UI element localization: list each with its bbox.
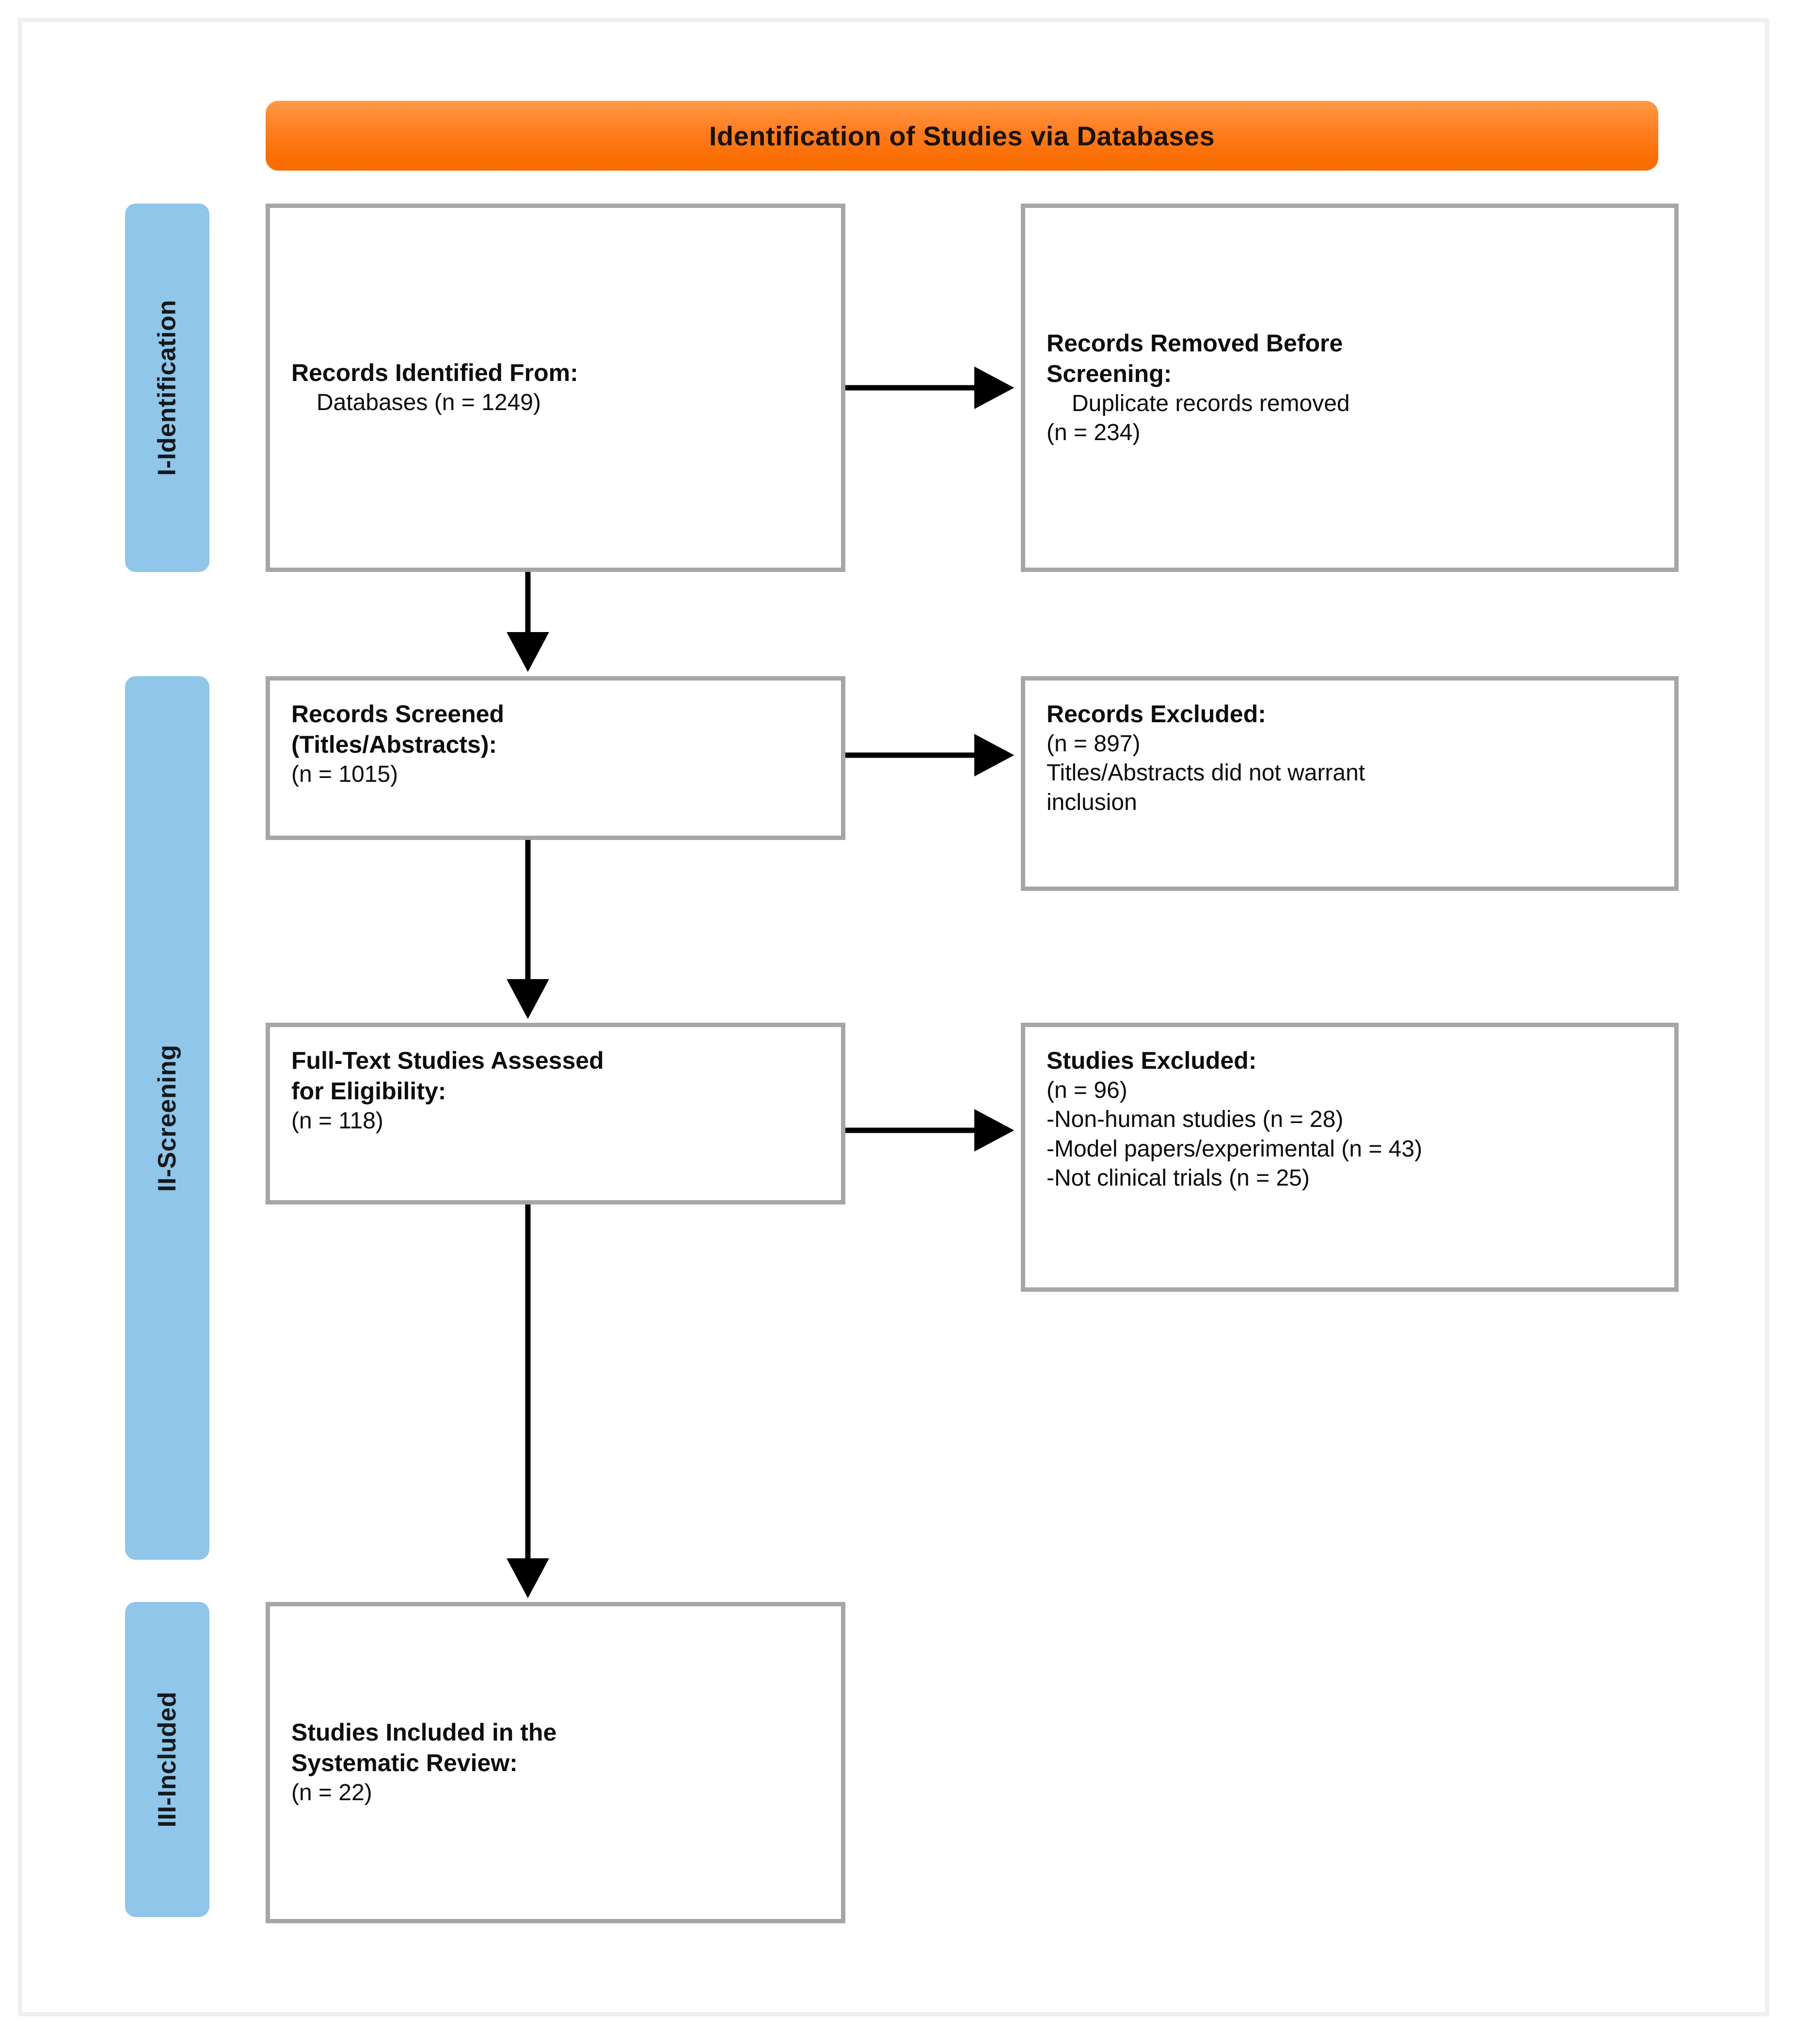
box-studies-included: Studies Included in the Systematic Revie… [266, 1602, 845, 1923]
box-records-removed-heading-1: Records Removed Before [1047, 329, 1343, 357]
header-banner: Identification of Studies via Databases [266, 101, 1658, 171]
box-records-identified: Records Identified From: Databases (n = … [266, 204, 845, 572]
stage-label-screening: II-Screening [153, 1044, 182, 1192]
stage-tab-identification: I-Identification [125, 204, 209, 572]
box-studies-excluded-line-3: -Model papers/experimental (n = 43) [1047, 1136, 1423, 1162]
box-records-excluded-line-1: (n = 897) [1047, 731, 1141, 757]
stage-label-identification: I-Identification [153, 300, 182, 476]
box-fulltext-assessed-line-1: (n = 118) [291, 1108, 383, 1134]
box-records-screened-line-1: (n = 1015) [291, 761, 398, 787]
box-records-screened: Records Screened (Titles/Abstracts): (n … [266, 676, 845, 840]
box-records-identified-heading: Records Identified From: [291, 359, 578, 387]
box-fulltext-assessed-heading-1: Full-Text Studies Assessed [291, 1047, 604, 1074]
box-studies-excluded-line-1: (n = 96) [1047, 1077, 1127, 1103]
stage-tab-included: III-Included [125, 1602, 209, 1917]
box-records-identified-line-1: Databases (n = 1249) [317, 390, 541, 416]
box-studies-excluded-line-4: -Not clinical trials (n = 25) [1047, 1165, 1310, 1191]
box-studies-included-line-1: (n = 22) [291, 1780, 372, 1806]
box-studies-included-heading-2: Systematic Review: [291, 1749, 518, 1777]
stage-tab-screening: II-Screening [125, 676, 209, 1560]
box-records-removed: Records Removed Before Screening: Duplic… [1021, 204, 1679, 572]
box-studies-excluded-heading: Studies Excluded: [1047, 1047, 1257, 1074]
box-records-excluded: Records Excluded: (n = 897) Titles/Abstr… [1021, 676, 1679, 891]
stage-label-included: III-Included [153, 1691, 182, 1828]
box-records-excluded-heading: Records Excluded: [1047, 700, 1266, 728]
box-records-excluded-line-2: Titles/Abstracts did not warrant [1047, 760, 1365, 786]
box-studies-excluded-line-2: -Non-human studies (n = 28) [1047, 1107, 1344, 1133]
box-records-removed-line-1: Duplicate records removed [1072, 390, 1350, 416]
banner-title: Identification of Studies via Databases [709, 120, 1215, 151]
box-records-excluded-line-3: inclusion [1047, 789, 1137, 815]
box-records-removed-line-2: (n = 234) [1047, 420, 1141, 445]
box-studies-excluded: Studies Excluded: (n = 96) -Non-human st… [1021, 1023, 1679, 1292]
box-records-screened-heading-2: (Titles/Abstracts): [291, 731, 497, 758]
box-records-removed-heading-2: Screening: [1047, 360, 1172, 387]
box-records-screened-heading-1: Records Screened [291, 700, 505, 728]
box-fulltext-assessed-heading-2: for Eligibility: [291, 1077, 446, 1105]
box-fulltext-assessed: Full-Text Studies Assessed for Eligibili… [266, 1023, 845, 1204]
box-studies-included-heading-1: Studies Included in the [291, 1719, 557, 1746]
